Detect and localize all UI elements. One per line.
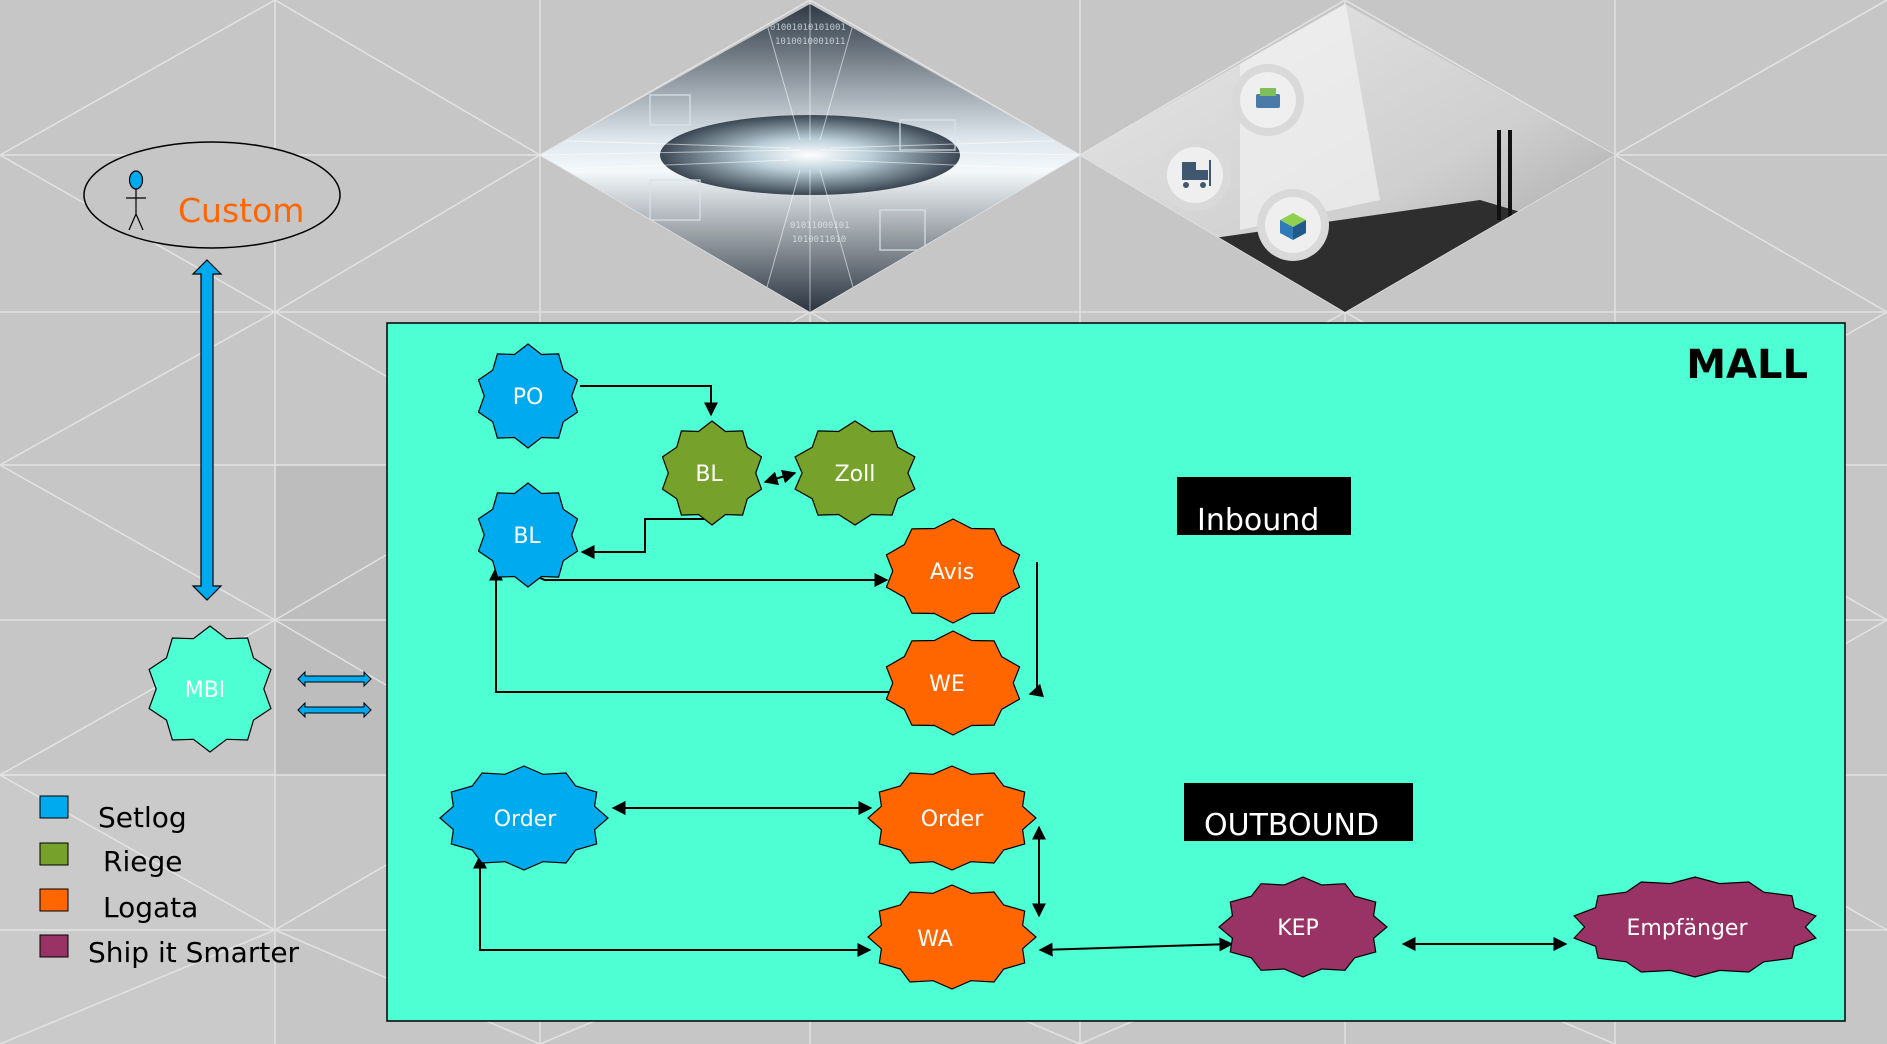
mbi-mall-arrow-top [297, 670, 372, 688]
po-to-bl-green-connector [580, 385, 718, 417]
outbound-section-label: OUTBOUND [1184, 783, 1413, 843]
bl-zoll-connector [763, 469, 797, 486]
mbi-mall-arrow-bottom [297, 701, 372, 719]
node-empfaenger[interactable]: Empfänger [1573, 876, 1817, 978]
actor-node[interactable]: Custom [83, 141, 341, 249]
node-bl-riege[interactable]: BL [661, 420, 763, 526]
node-bl-setlog-label: BL [513, 524, 541, 549]
node-po[interactable]: PO [477, 343, 579, 449]
legend: Setlog Riege Logata Ship it Smarter [39, 795, 300, 969]
node-order-logata-label: Order [921, 807, 984, 832]
binary-text: 01011000101 [790, 221, 850, 231]
actor-label: Custom [178, 191, 304, 230]
node-order-setlog-label: Order [494, 807, 557, 832]
legend-swatch-shipit [39, 934, 69, 958]
bl-green-to-bl-blue-connector [580, 518, 712, 559]
mall-title: MALL [1686, 342, 1808, 388]
node-we-label: WE [929, 672, 965, 697]
binary-text: 1010011010 [792, 235, 846, 245]
legend-label-setlog: Setlog [98, 801, 187, 834]
inbound-section-label: Inbound [1177, 477, 1351, 538]
node-wa-label: WA [917, 927, 953, 952]
mbi-node[interactable]: MBI [148, 625, 272, 753]
legend-label-riege: Riege [103, 845, 182, 878]
stick-figure-icon [126, 170, 146, 231]
legend-label-logata: Logata [103, 891, 198, 924]
binary-text: 01001010101001 [770, 23, 846, 33]
node-avis-label: Avis [930, 560, 974, 585]
forklift-icon [1159, 139, 1231, 211]
binary-text: 1010010001011 [775, 37, 845, 47]
order-blue-to-wa-connector [473, 854, 872, 957]
mbi-label: MBI [185, 678, 226, 703]
legend-swatch-logata [39, 888, 69, 912]
avis-to-we-connector [1028, 562, 1045, 698]
svg-text:OUTBOUND: OUTBOUND [1204, 808, 1379, 843]
node-zoll-label: Zoll [835, 462, 876, 487]
connectors [473, 385, 1568, 957]
cube-icon [1257, 189, 1329, 261]
we-to-bl-blue-connector [489, 566, 893, 693]
legend-swatch-setlog [39, 795, 69, 819]
wa-kep-connector [1038, 937, 1234, 957]
node-kep-label: KEP [1277, 916, 1319, 941]
printer-icon [1232, 64, 1304, 136]
node-bl-setlog[interactable]: BL [477, 482, 579, 588]
node-zoll[interactable]: Zoll [794, 420, 916, 526]
node-order-setlog[interactable]: Order [439, 765, 609, 871]
node-we[interactable]: WE [885, 630, 1021, 736]
node-order-logata[interactable]: Order [867, 765, 1037, 871]
node-bl-riege-label: BL [695, 462, 723, 487]
legend-label-shipit: Ship it Smarter [88, 936, 300, 969]
svg-text:Inbound: Inbound [1197, 503, 1319, 538]
legend-swatch-riege [39, 842, 69, 866]
node-empfaenger-label: Empfänger [1626, 916, 1748, 941]
node-kep[interactable]: KEP [1218, 876, 1388, 978]
node-avis[interactable]: Avis [885, 518, 1021, 624]
node-wa[interactable]: WA [867, 884, 1037, 990]
actor-mbi-double-arrow [191, 259, 223, 601]
node-po-label: PO [513, 385, 544, 410]
